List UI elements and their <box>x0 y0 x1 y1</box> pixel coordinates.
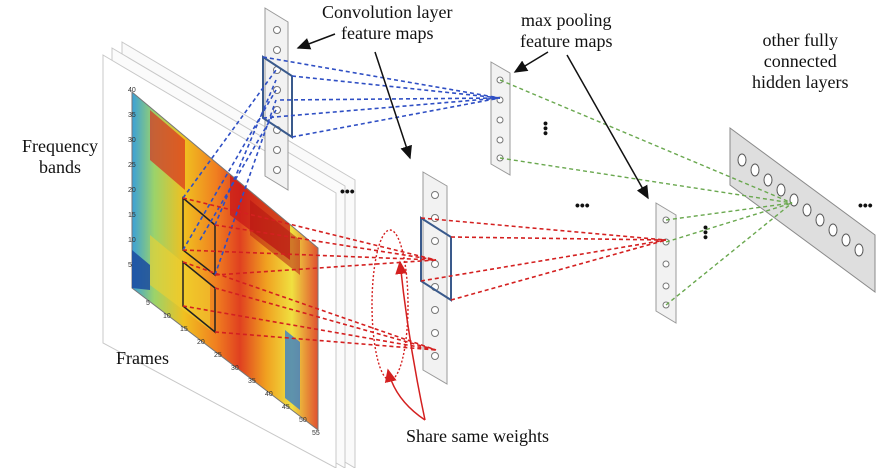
frames-label: Frames <box>116 348 169 369</box>
x-tick: 5 <box>146 300 150 307</box>
frequency-label-line2: bands <box>38 157 81 177</box>
x-tick: 30 <box>231 365 239 372</box>
pooling-label: max pooling feature maps <box>520 10 612 52</box>
y-tick: 40 <box>128 87 136 94</box>
y-tick: 25 <box>128 162 136 169</box>
ellipsis-pool-lower: ••• <box>698 225 714 240</box>
conv-layer-label-line1: Convolution layer <box>322 2 453 22</box>
y-tick: 20 <box>128 187 136 194</box>
y-tick: 5 <box>128 262 132 269</box>
x-tick: 10 <box>163 313 171 320</box>
x-tick: 45 <box>282 404 290 411</box>
pool-map-upper <box>490 61 511 176</box>
y-tick: 30 <box>128 137 136 144</box>
frequency-label: Frequency bands <box>22 136 98 178</box>
x-tick: 40 <box>265 391 273 398</box>
frames-label-text: Frames <box>116 348 169 368</box>
blue-connections <box>182 56 501 276</box>
weight-sharing-ellipse <box>371 229 409 381</box>
y-tick: 15 <box>128 212 136 219</box>
fc-layer <box>729 127 876 293</box>
x-tick: 15 <box>180 326 188 333</box>
fc-label-line3: hidden layers <box>752 72 849 92</box>
share-weights-label-text: Share same weights <box>406 426 549 446</box>
x-tick: 35 <box>248 378 256 385</box>
green-connections <box>499 79 793 306</box>
fc-label: other fully connected hidden layers <box>752 30 848 93</box>
x-tick: 55 <box>312 430 320 437</box>
frequency-label-line1: Frequency <box>22 136 98 156</box>
fc-label-line1: other fully <box>762 30 838 50</box>
conv-map-upper <box>262 7 293 191</box>
ellipsis-pool-upper: ••• <box>538 121 554 136</box>
conv-layer-label: Convolution layer feature maps <box>322 2 452 44</box>
pooling-label-line1: max pooling <box>520 10 612 30</box>
ellipsis-conv: ••• <box>340 183 355 199</box>
ellipsis-fc: ••• <box>858 197 873 213</box>
x-tick: 25 <box>214 352 222 359</box>
conv-layer-label-line2: feature maps <box>341 23 434 43</box>
y-tick: 35 <box>128 112 136 119</box>
spectrogram: 40 35 30 25 20 15 10 5 5 10 15 20 25 30 … <box>128 87 320 437</box>
ellipsis-mid: ••• <box>575 197 590 213</box>
fc-label-line2: connected <box>763 51 837 71</box>
label-arrows <box>296 33 649 421</box>
share-weights-label: Share same weights <box>406 426 549 447</box>
x-tick: 20 <box>197 339 205 346</box>
y-tick: 10 <box>128 237 136 244</box>
pooling-label-line2: feature maps <box>520 31 613 51</box>
x-tick: 50 <box>299 417 307 424</box>
